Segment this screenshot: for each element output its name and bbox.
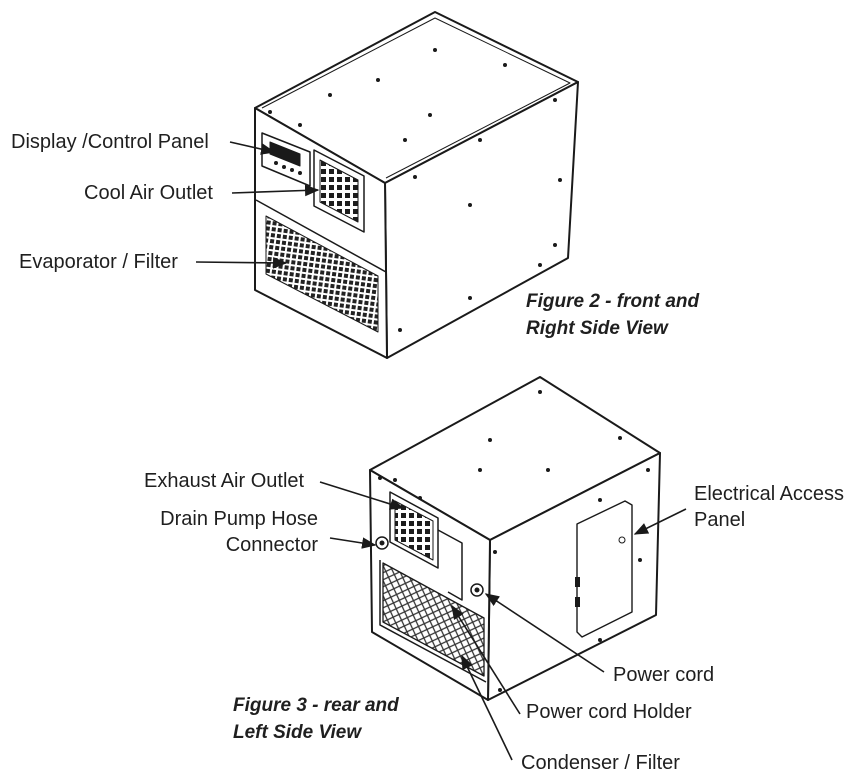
figure2-caption: Figure 2 - front and Right Side View	[526, 288, 699, 342]
label-drain-pump-hose-line1: Drain Pump Hose	[160, 508, 318, 530]
condenser-filter	[382, 562, 485, 677]
label-drain-pump-hose-line2: Connector	[225, 534, 318, 556]
label-power-cord-holder: Power cord Holder	[526, 701, 692, 723]
label-evaporator-filter: Evaporator / Filter	[19, 251, 178, 273]
electrical-access-panel	[576, 500, 633, 638]
label-electrical-access-line2: Panel	[694, 509, 746, 531]
label-electrical-access-line1: Electrical Access	[694, 483, 845, 505]
figure2-unit	[254, 11, 579, 359]
leader-lines	[195, 141, 687, 761]
label-exhaust-air-outlet: Exhaust Air Outlet	[144, 470, 305, 492]
label-drain-pump-hose-connector: Drain Pump Hose Connector	[150, 506, 318, 558]
figure3-caption-line2: Left Side View	[233, 722, 362, 743]
label-power-cord: Power cord	[613, 664, 715, 686]
figure3-unit	[369, 376, 661, 701]
label-display-control-panel: Display /Control Panel	[11, 131, 209, 153]
figure3-caption-line1: Figure 3 - rear and	[233, 695, 399, 716]
label-cool-air-outlet: Cool Air Outlet	[84, 182, 213, 204]
figure2-caption-line2: Right Side View	[526, 318, 668, 339]
evaporator-filter	[265, 215, 379, 333]
label-electrical-access-panel: Electrical Access Panel	[694, 481, 844, 533]
figure3-caption: Figure 3 - rear and Left Side View	[233, 692, 399, 746]
label-condenser-filter: Condenser / Filter	[521, 752, 680, 774]
figure2-caption-line1: Figure 2 - front and	[526, 291, 700, 312]
